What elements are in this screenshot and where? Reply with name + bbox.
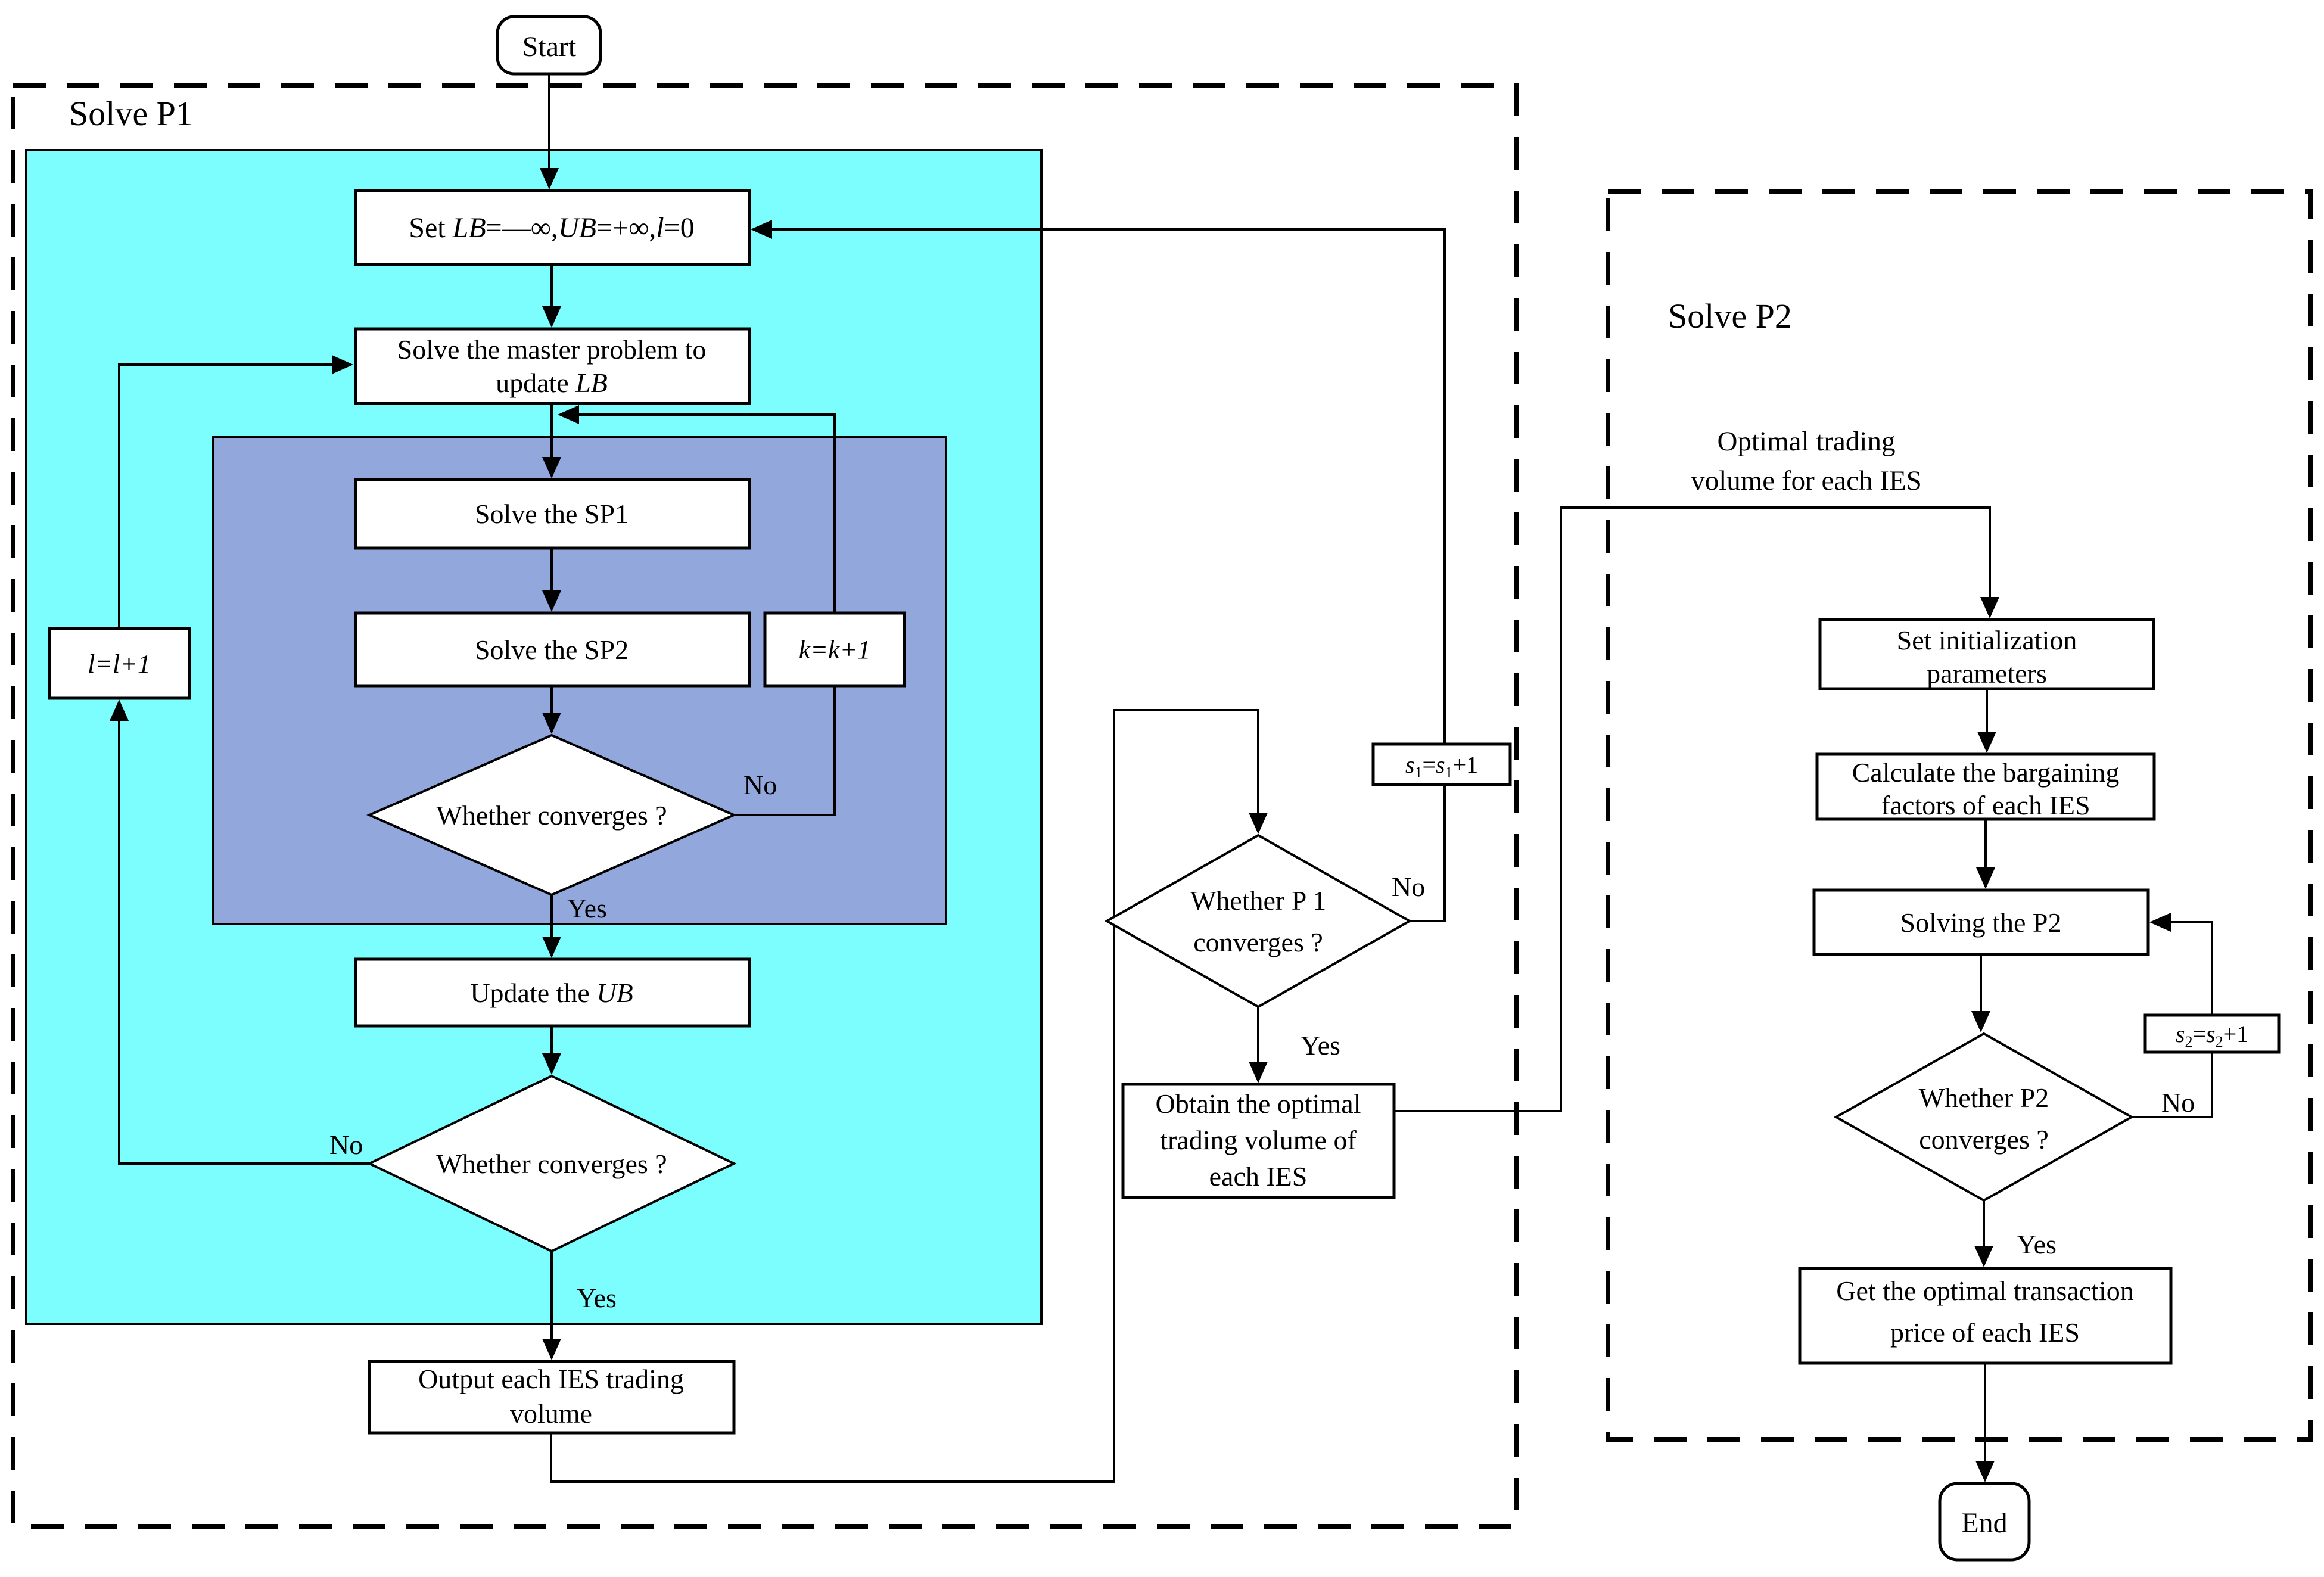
end-label: End	[1961, 1507, 2007, 1539]
l-increment-label: l=l+1	[88, 649, 151, 679]
p1-converges-label-line2: converges ?	[1193, 927, 1323, 957]
s1-increment-label: s1=s1+1	[1405, 751, 1478, 781]
master-problem-box	[354, 327, 751, 405]
p2-converges-label-line2: converges ?	[1919, 1124, 2049, 1155]
edge-obtain-to-setinit	[1394, 506, 1999, 1112]
sp2-label: Solve the SP2	[475, 634, 629, 665]
update-ub-label: Update the UB	[470, 978, 633, 1008]
sp2-box	[354, 611, 751, 688]
converges2-diamond	[366, 1074, 737, 1253]
converges2-no-label: No	[329, 1130, 363, 1160]
output-label-line1: Output each IES trading	[418, 1364, 684, 1394]
update-ub-box	[354, 957, 751, 1028]
edges	[110, 74, 2213, 1483]
set-init-label-line1: Set initialization	[1897, 625, 2077, 655]
start-terminal	[496, 15, 602, 76]
l-increment-box	[48, 627, 191, 700]
output-box	[368, 1360, 736, 1435]
converges1-diamond	[366, 733, 737, 897]
s2-increment-box	[2143, 1013, 2281, 1054]
solve-p1-label: Solve P1	[69, 94, 193, 133]
obtain-label-line2: trading volume of	[1160, 1125, 1357, 1155]
get-price-label-line2: price of each IES	[1890, 1317, 2080, 1348]
optimal-trading-annotation-line2: volume for each IES	[1691, 465, 1922, 496]
set-init-label-line2: parameters	[1927, 658, 2047, 689]
k-increment-box	[763, 611, 906, 688]
obtain-label-line3: each IES	[1209, 1161, 1308, 1192]
sp1-box	[354, 478, 751, 550]
get-price-box	[1798, 1267, 2173, 1365]
start-label: Start	[522, 31, 577, 63]
calc-bargaining-label-line2: factors of each IES	[1881, 790, 2090, 820]
edge-conv1-no-to-k	[734, 686, 836, 816]
k-increment-label: k=k+1	[799, 635, 870, 664]
solving-p2-box	[1812, 888, 2150, 956]
master-problem-label-line1: Solve the master problem to	[397, 334, 707, 365]
solve-p2-label: Solve P2	[1668, 297, 1792, 335]
p1-converges-no-label: No	[1392, 872, 1425, 902]
solve-p2-dashed-border	[1606, 189, 2313, 1442]
p1-converges-yes-label: Yes	[1301, 1030, 1340, 1060]
s2-increment-label: s2=s2+1	[2176, 1021, 2248, 1050]
edge-output-to-p1conv	[550, 709, 1268, 1483]
converges1-label: Whether converges ?	[436, 800, 667, 831]
p2-converges-no-label: No	[2161, 1087, 2195, 1118]
p1-converges-label-line1: Whether P 1	[1190, 885, 1326, 916]
edge-kloop-to-sp1line	[558, 405, 836, 613]
obtain-label-line1: Obtain the optimal	[1156, 1088, 1361, 1119]
edge-p1conv-no-to-setlb	[751, 220, 1446, 922]
p2-converges-label-line1: Whether P2	[1919, 1083, 2049, 1113]
converges1-yes-label: Yes	[567, 893, 607, 923]
converges1-no-label: No	[743, 770, 777, 800]
calc-bargaining-box	[1815, 752, 2156, 821]
master-problem-label-line2: update LB	[496, 368, 608, 398]
solve-p1-dashed-border	[11, 83, 1519, 1529]
calc-bargaining-label-line1: Calculate the bargaining	[1852, 757, 2120, 788]
set-lb-box	[354, 189, 751, 266]
p1-converges-diamond	[1104, 833, 1413, 1009]
end-terminal	[1938, 1482, 2031, 1562]
set-init-box	[1818, 618, 2155, 690]
p2-converges-diamond	[1833, 1032, 2135, 1202]
edge-l-to-master	[118, 355, 353, 629]
get-price-label-line1: Get the optimal transaction	[1836, 1276, 2133, 1306]
obtain-box	[1121, 1083, 1396, 1199]
converges2-yes-label: Yes	[577, 1283, 617, 1313]
output-label-line2: volume	[510, 1398, 592, 1429]
sp1-label: Solve the SP1	[475, 499, 629, 529]
edge-conv2-no-to-l	[110, 699, 369, 1165]
s1-increment-box	[1371, 742, 1512, 786]
set-lb-label: Set LB=—∞,UB=+∞,l=0	[409, 212, 694, 244]
solving-p2-label: Solving the P2	[1900, 907, 2062, 938]
p2-converges-yes-label: Yes	[2017, 1229, 2057, 1259]
converges2-label: Whether converges ?	[436, 1149, 667, 1179]
optimal-trading-annotation-line1: Optimal trading	[1718, 426, 1896, 457]
